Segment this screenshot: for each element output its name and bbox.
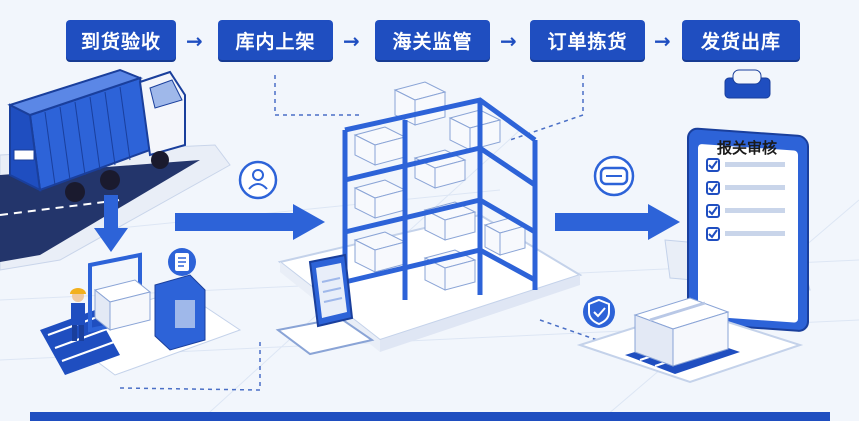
step-shipping: 发货出库 — [682, 20, 800, 60]
receiving-platform — [40, 252, 242, 376]
document-icon — [168, 248, 196, 276]
step-receiving: 到货验收 — [66, 20, 176, 60]
arrow-right-icon: → — [500, 29, 517, 53]
user-icon — [238, 160, 278, 200]
step-putaway: 库内上架 — [218, 20, 333, 60]
arrow-right-icon — [175, 204, 325, 240]
shield-check-icon — [583, 296, 615, 328]
arrow-right-icon: → — [186, 29, 203, 53]
arrow-right-icon: → — [654, 29, 671, 53]
scan-icon — [593, 155, 635, 197]
step-order-picking: 订单拣货 — [530, 20, 645, 60]
arrow-down-icon — [94, 195, 128, 252]
outbound-platform — [576, 297, 804, 384]
worker-icon — [70, 288, 86, 341]
truck-icon — [7, 68, 186, 202]
shelf-rack — [342, 81, 538, 300]
process-steps: 到货验收 → 库内上架 → 海关监管 → 订单拣货 → 发货出库 — [0, 20, 859, 64]
arrow-right-icon: → — [343, 29, 360, 53]
tablet-icon — [275, 253, 375, 356]
customs-clipboard: 报关审核 — [664, 69, 811, 332]
step-customs-supervision: 海关监管 — [375, 20, 490, 60]
clipboard-title: 报关审核 — [717, 139, 777, 157]
bottom-bar — [30, 412, 830, 421]
arrow-right-icon — [555, 204, 680, 240]
